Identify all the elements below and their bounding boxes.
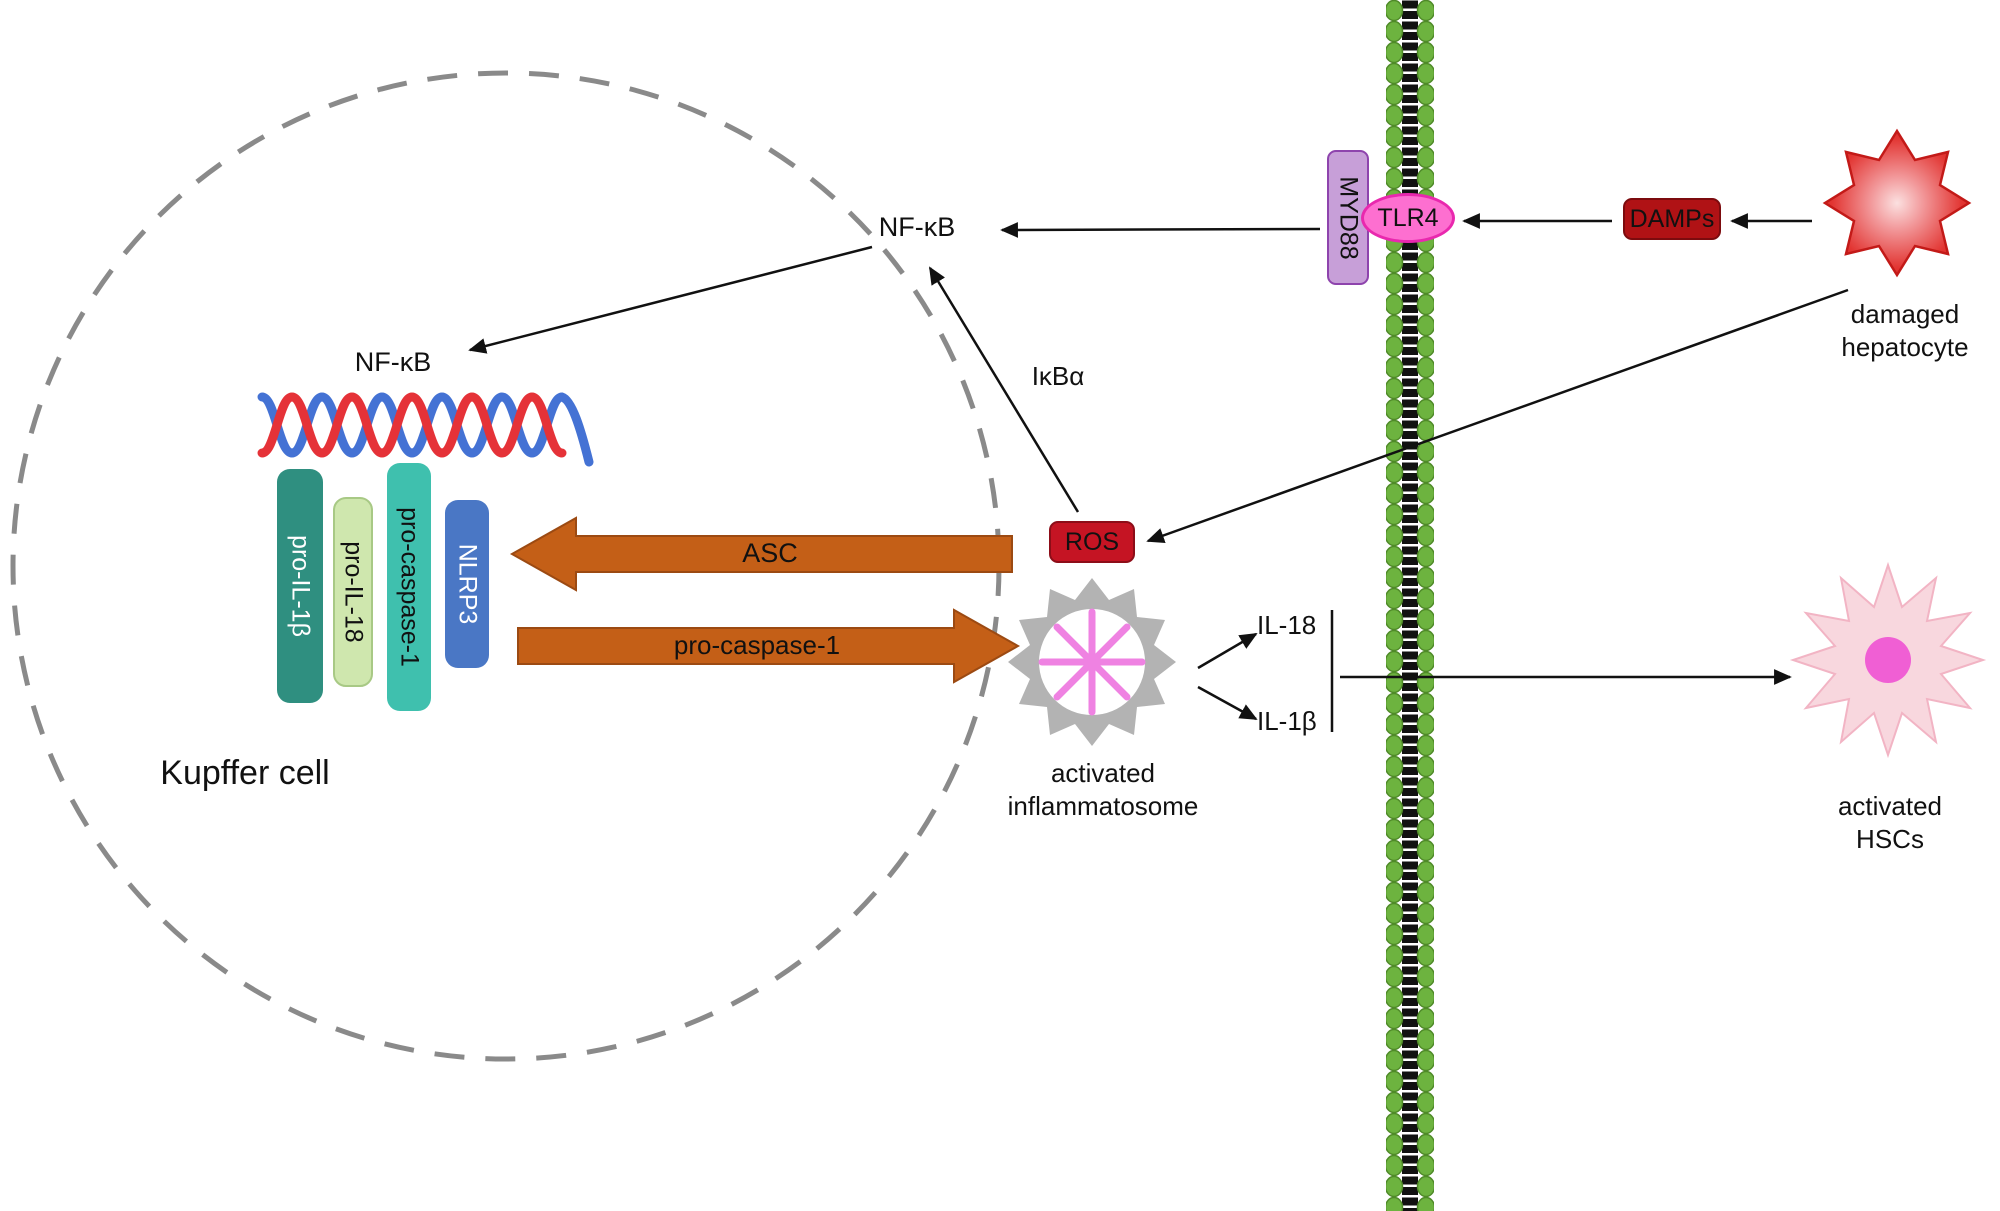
hscs-label-line1: activated <box>1837 791 1943 821</box>
arrow-nfkb-to-nucleus <box>468 245 873 354</box>
hepatocyte-label-line1: damaged <box>1850 299 1960 329</box>
tlr4-label: TLR4 <box>1377 203 1439 232</box>
pro-caspase1-box: pro-caspase-1 <box>387 463 431 711</box>
pro-il18-box: pro-IL-18 <box>333 497 373 687</box>
plasma-membrane <box>1386 0 1434 1211</box>
nfkb-label-cytoplasm: NF-κB <box>878 212 956 242</box>
asc-arrow-label: ASC <box>742 538 798 568</box>
damps-box: DAMPs <box>1623 198 1721 240</box>
activated-hscs-label: activated HSCs <box>1785 790 1995 856</box>
hscs-label-line2: HSCs <box>1856 824 1924 854</box>
damaged-hepatocyte-label: damaged hepatocyte <box>1795 298 2000 364</box>
nlrp3-box: NLRP3 <box>445 500 489 668</box>
inflammasome-spokes <box>1038 608 1146 716</box>
damaged-hepatocyte-shape <box>1822 128 1972 278</box>
hsc-nucleus <box>1865 637 1911 683</box>
nfkb-label-nucleus: NF-κB <box>354 347 432 377</box>
ikba-label: IκBα <box>1031 361 1085 391</box>
damps-label: DAMPs <box>1629 204 1715 233</box>
activated-hsc-shape <box>1789 561 1987 759</box>
dna-strand-red <box>257 392 567 458</box>
pro-il18-label: pro-IL-18 <box>339 541 368 643</box>
ros-box: ROS <box>1049 521 1135 563</box>
pro-caspase1-block-arrow <box>517 608 1021 684</box>
arrow-ros-to-nfkb <box>928 266 1080 513</box>
activated-inflammasome-label: activated inflammatosome <box>955 757 1251 823</box>
il18-label: IL-18 <box>1257 610 1317 640</box>
arrow-myd88-to-nfkb <box>1000 222 1321 238</box>
asc-block-arrow <box>509 516 1013 592</box>
inflammasome-label-line1: activated <box>1050 758 1156 788</box>
inflammasome-label-line2: inflammatosome <box>1007 791 1199 821</box>
pro-il1b-label: pro-IL-1β <box>286 535 315 637</box>
ros-label: ROS <box>1064 527 1120 556</box>
arrow-inflammasome-to-il1b <box>1197 685 1258 721</box>
kupffer-cell-label: Kupffer cell <box>160 754 330 792</box>
myd88-label: MYD88 <box>1334 175 1363 260</box>
arrow-inflammasome-to-il18 <box>1197 632 1258 670</box>
pro-caspase1-label: pro-caspase-1 <box>395 507 424 667</box>
tlr4-receptor: TLR4 <box>1361 193 1455 243</box>
hepatocyte-label-line2: hepatocyte <box>1841 332 1969 362</box>
activated-inflammasome-shape <box>1008 578 1176 746</box>
pro-il1b-box: pro-IL-1β <box>277 469 323 703</box>
dna-helix <box>257 392 594 467</box>
pro-caspase1-arrow-label: pro-caspase-1 <box>673 630 841 660</box>
nlrp3-label: NLRP3 <box>453 543 482 625</box>
arrow-hepatocyte-to-ros <box>1146 288 1849 544</box>
il1b-label: IL-1β <box>1257 706 1317 736</box>
